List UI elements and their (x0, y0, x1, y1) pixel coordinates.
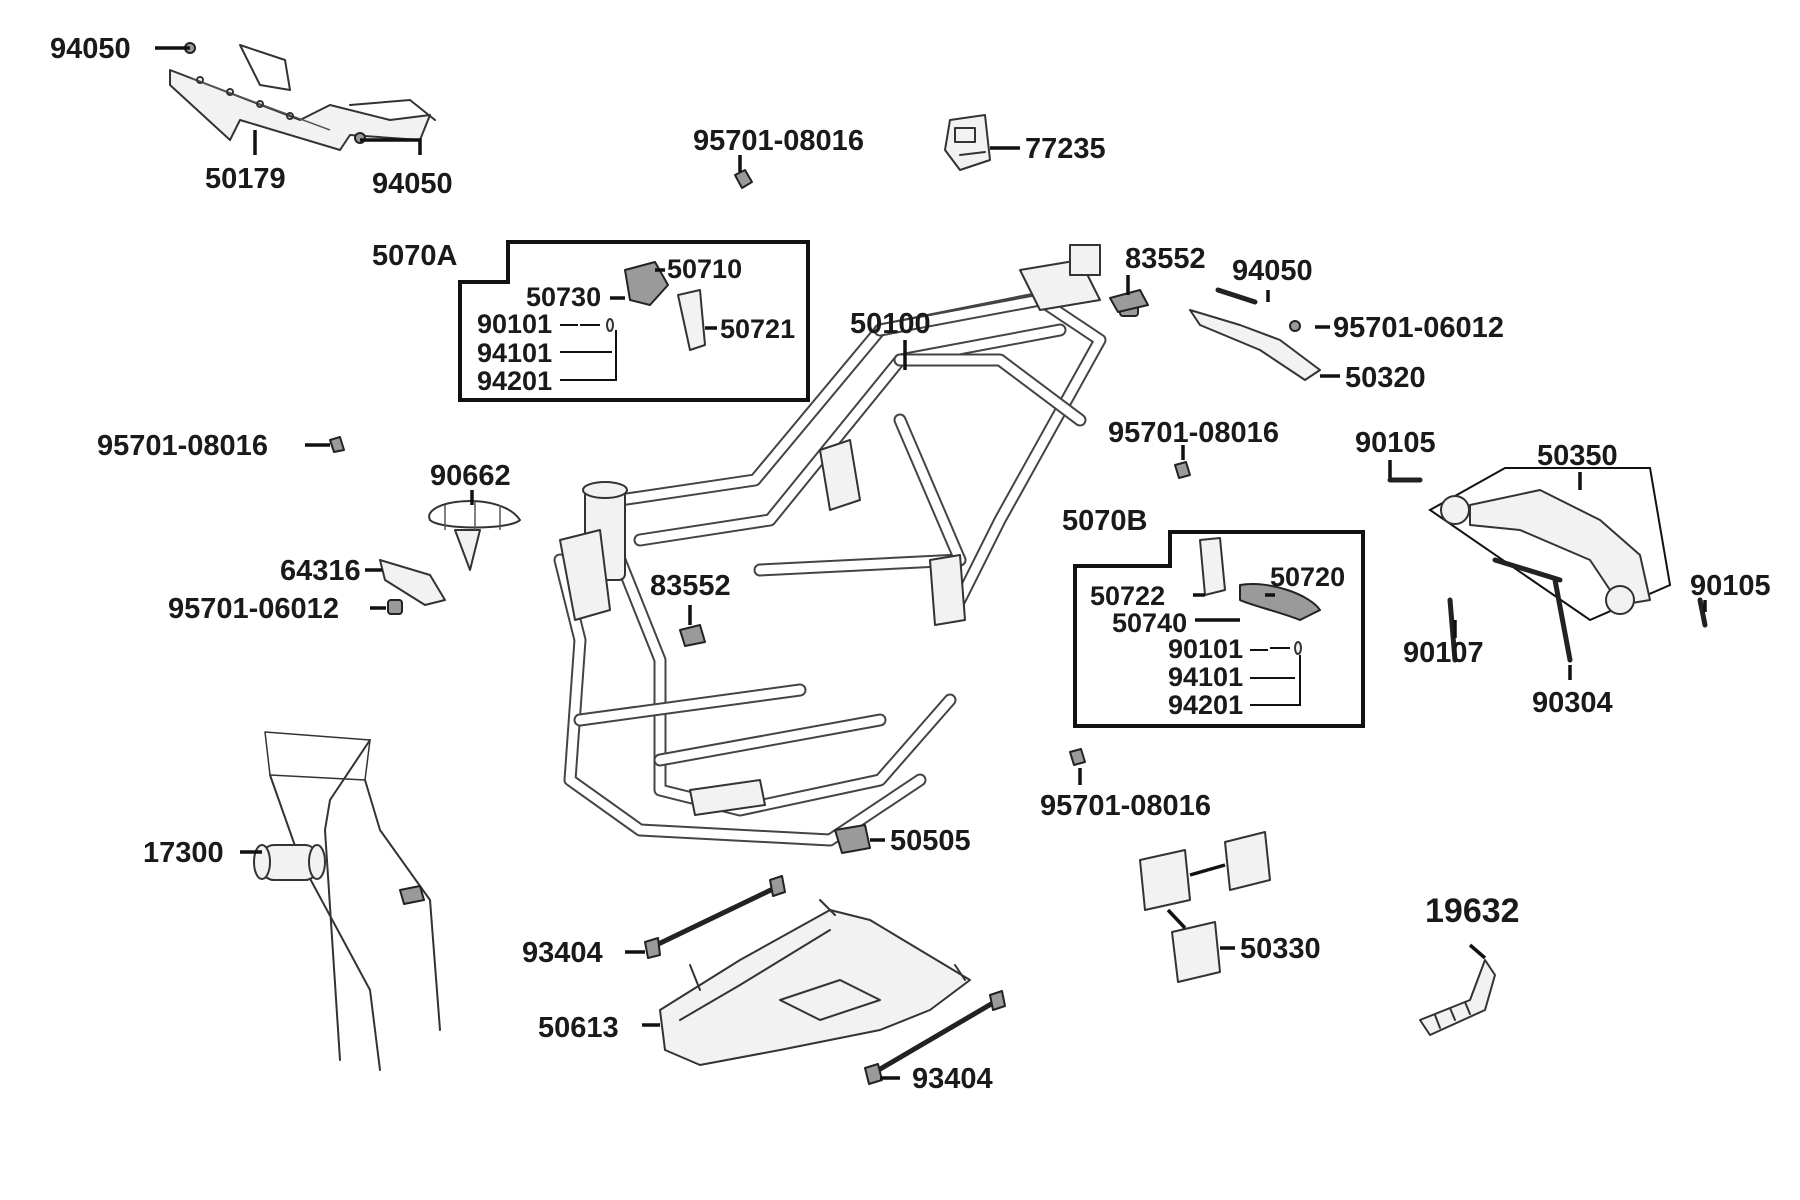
bolt-95701-08016-mid (1174, 461, 1191, 479)
floor-panel-50613-drawing (659, 899, 971, 1066)
callout-93404-a: 93404 (522, 937, 603, 969)
callout-83552-top: 83552 (1125, 243, 1206, 275)
part-50505 (834, 824, 871, 854)
callout-50350: 50350 (1537, 440, 1618, 472)
callout-50740: 50740 (1112, 608, 1187, 638)
callout-90101-b: 90101 (1168, 634, 1243, 664)
callout-95701-08016-top: 95701-08016 (693, 125, 864, 157)
rack-50179-drawing (169, 42, 436, 151)
bolt-93404-lower (864, 990, 1006, 1085)
callout-50320: 50320 (1345, 362, 1426, 394)
callout-50730: 50730 (526, 282, 601, 312)
callout-95701-08016-mid: 95701-08016 (1108, 417, 1279, 449)
callout-50722: 50722 (1090, 581, 1165, 611)
callout-50710: 50710 (667, 254, 742, 284)
box-5070B (1073, 530, 1365, 728)
box-5070A (458, 240, 810, 402)
callout-90105-b: 90105 (1690, 570, 1771, 602)
bracket-64316 (379, 559, 446, 606)
leader-lines (155, 46, 1707, 1080)
bolt-93404-upper (644, 875, 786, 959)
callout-5070A: 5070A (372, 240, 458, 272)
bracket-50320 (1119, 287, 1321, 381)
canister-17300-drawing (253, 731, 441, 1071)
callout-19632: 19632 (1425, 892, 1520, 930)
callout-50505: 50505 (890, 825, 971, 857)
callout-50613: 50613 (538, 1012, 619, 1044)
callout-93404-b: 93404 (912, 1063, 993, 1095)
main-frame-drawing (553, 244, 1107, 847)
callout-50721: 50721 (720, 314, 795, 344)
callout-5070B: 5070B (1062, 505, 1147, 537)
bolt-95701-08016-left (329, 436, 345, 453)
callout-90105-a: 90105 (1355, 427, 1436, 459)
callout-90662: 90662 (430, 460, 511, 492)
callout-94101-a: 94101 (477, 338, 552, 368)
callout-83552-mid: 83552 (650, 570, 731, 602)
callout-94050-b: 94050 (372, 168, 453, 200)
callout-94201-b: 94201 (1168, 690, 1243, 720)
bolt-95701-08016-low (1069, 748, 1086, 766)
callout-labels: 94050 50179 94050 95701-08016 77235 5070… (50, 33, 1771, 1095)
rubber-83552-top (1109, 289, 1149, 313)
callout-94201-a: 94201 (477, 366, 552, 396)
callout-90107: 90107 (1403, 637, 1484, 669)
engine-hanger-50350-drawing (1387, 467, 1708, 663)
callout-50100: 50100 (850, 308, 931, 340)
callout-77235: 77235 (1025, 133, 1106, 165)
callout-95701-08016-left: 95701-08016 (97, 430, 268, 462)
callout-17300: 17300 (143, 837, 224, 869)
callout-90304: 90304 (1532, 687, 1613, 719)
nut-95701-06012-left (387, 599, 403, 615)
callout-50179: 50179 (205, 163, 286, 195)
part-19632-drawing (1419, 959, 1496, 1036)
callout-94101-b: 94101 (1168, 662, 1243, 692)
callout-90101-a: 90101 (477, 309, 552, 339)
rubber-83552-mid (679, 624, 706, 647)
callout-95701-06012-left: 95701-06012 (168, 593, 339, 625)
callout-50720: 50720 (1270, 562, 1345, 592)
callout-94050-a: 94050 (50, 33, 131, 65)
fastener-95701-08016-top (734, 169, 753, 189)
callout-94050-c: 94050 (1232, 255, 1313, 287)
callout-95701-06012-right: 95701-06012 (1333, 312, 1504, 344)
callout-50330: 50330 (1240, 933, 1321, 965)
clip-90662 (428, 500, 521, 571)
callout-64316: 64316 (280, 555, 361, 587)
callout-95701-08016-low: 95701-08016 (1040, 790, 1211, 822)
pads-50330-drawing (1139, 831, 1271, 983)
bracket-77235 (944, 114, 991, 171)
